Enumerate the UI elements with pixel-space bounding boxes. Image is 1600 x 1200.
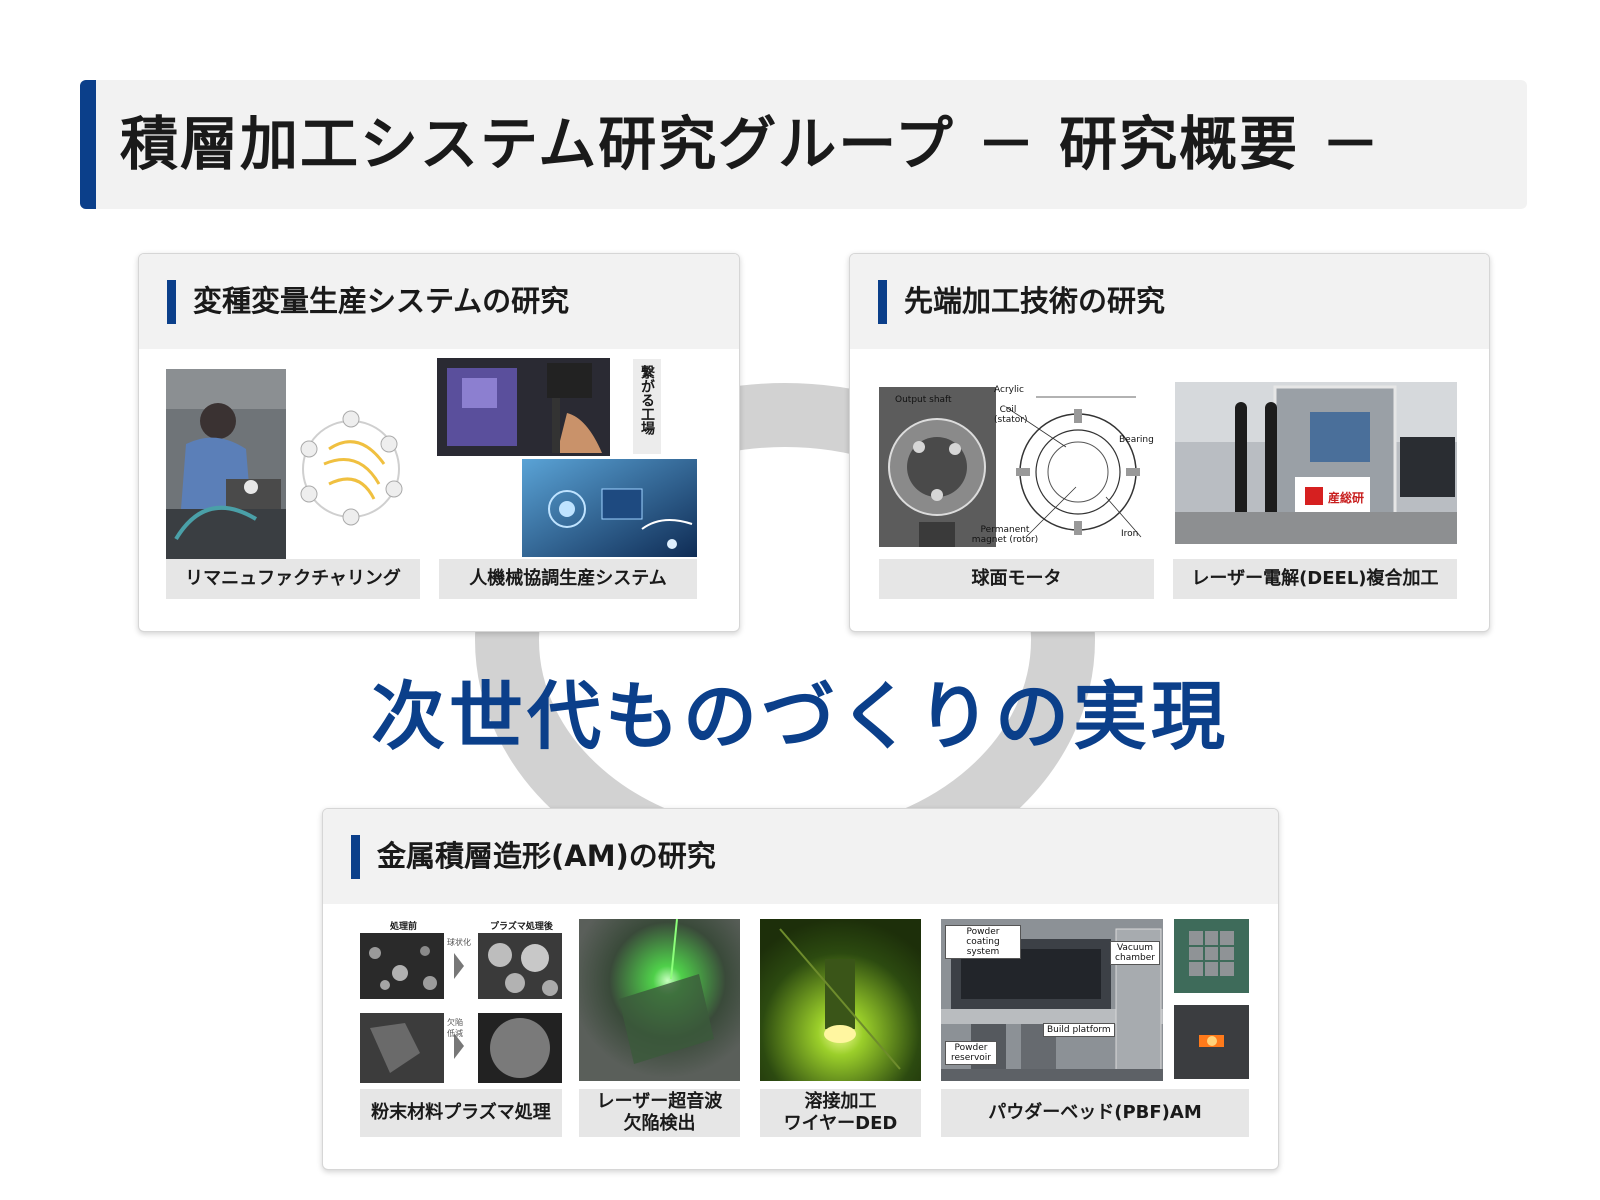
smart-factory-image: [522, 459, 697, 557]
slogan: 次世代ものづくりの実現: [371, 674, 1229, 760]
powder-label-before: 処理前: [390, 922, 418, 932]
caption-powder-plasma: 粉末材料プラズマ処理: [360, 1089, 562, 1137]
powder-label-after: プラズマ処理後: [490, 922, 553, 932]
caption-laser-ultrasonic: レーザー超音波 欠陥検出: [579, 1089, 740, 1137]
lattice-part-photo: [1174, 919, 1249, 993]
powder-label-spheroid: 球状化: [447, 938, 471, 947]
panel-header: 変種変量生産システムの研究: [139, 254, 739, 349]
panel-advanced-machining: 先端加工技術の研究 Output shaft: [849, 253, 1490, 632]
panel-accent-bar: [167, 280, 176, 324]
caption-remanufacturing: リマニュファクチャリング: [166, 559, 420, 599]
pbf-label-coating: Powder coating system: [945, 925, 1021, 959]
motor-label-coil: Coil (stator): [994, 405, 1028, 425]
panel-title: 金属積層造形(AM)の研究: [377, 839, 716, 873]
pbf-label-vacuum: Vacuum chamber: [1110, 941, 1160, 965]
panel-header: 先端加工技術の研究: [850, 254, 1489, 349]
motor-label-iron: Iron: [1121, 529, 1139, 539]
caption-human-machine: 人機械協調生産システム: [439, 559, 697, 599]
motor-label-magnet: Permanent magnet (rotor): [971, 525, 1039, 545]
panel-variable-production: 変種変量生産システムの研究: [138, 253, 740, 632]
panel-accent-bar: [351, 835, 360, 879]
powder-label-defect: 欠陥低減: [447, 1018, 463, 1038]
wire-ded-photo: [760, 919, 921, 1081]
remanufacturing-worker-photo: [166, 369, 286, 567]
pbf-label-reservoir: Powder reservoir: [945, 1041, 997, 1065]
caption-wire-ded: 溶接加工 ワイヤーDED: [760, 1089, 921, 1137]
laser-ultrasonic-photo: [579, 919, 740, 1081]
panel-metal-am: 金属積層造形(AM)の研究 処理前 プラズマ処理後 球状化 欠陥低減: [322, 808, 1279, 1170]
caption-spherical-motor: 球面モータ: [879, 559, 1154, 599]
spherical-motor-cross-section: [996, 387, 1156, 547]
motor-label-acrylic: Acrylic: [994, 385, 1024, 395]
microscope-photo: [437, 358, 610, 456]
panel-header: 金属積層造形(AM)の研究: [323, 809, 1278, 904]
connected-factory-label-box: 繋がる工場: [633, 359, 661, 454]
motor-label-bearing: Bearing: [1119, 435, 1154, 445]
deel-machine-photo: [1175, 382, 1457, 544]
aist-logo-text: 産総研: [1328, 491, 1365, 505]
powder-sem-images: [360, 933, 562, 1083]
melt-pool-photo: [1174, 1005, 1249, 1079]
title-bar: 積層加工システム研究グループ － 研究概要 －: [80, 80, 1527, 209]
powder-plasma-figure: 処理前 プラズマ処理後 球状化 欠陥低減: [360, 919, 562, 1089]
title-accent-bar: [80, 80, 96, 209]
caption-pbf-am: パウダーベッド(PBF)AM: [941, 1089, 1249, 1137]
caption-deel: レーザー電解(DEEL)複合加工: [1173, 559, 1457, 599]
remanufacturing-cycle-diagram: [289, 389, 419, 544]
panel-accent-bar: [878, 280, 887, 324]
pbf-label-platform: Build platform: [1043, 1023, 1115, 1037]
page-title: 積層加工システム研究グループ － 研究概要 －: [120, 110, 1382, 178]
motor-label-output: Output shaft: [895, 395, 952, 405]
spherical-motor-photo: [879, 387, 996, 547]
panel-title: 先端加工技術の研究: [904, 284, 1166, 318]
panel-title: 変種変量生産システムの研究: [193, 284, 570, 318]
connected-factory-label: 繋がる工場: [639, 365, 655, 435]
